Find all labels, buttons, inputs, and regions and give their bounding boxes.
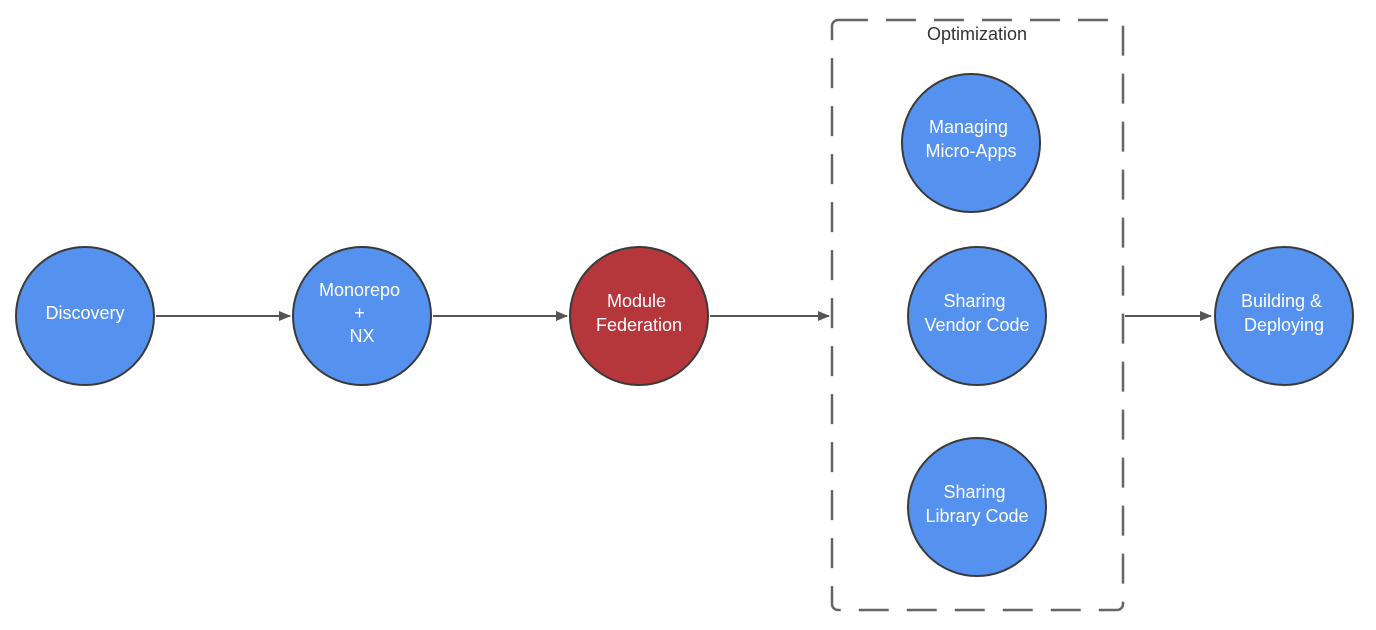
svg-text:Module Federation: Module Federation bbox=[596, 291, 682, 335]
node-sharing-library-code-label-line-1: Sharing bbox=[943, 482, 1005, 502]
node-monorepo-label-line-1: Monorepo bbox=[319, 280, 400, 300]
node-module-federation-circle bbox=[569, 246, 709, 386]
node-managing-micro-apps-label-line-1: Managing bbox=[929, 117, 1008, 137]
node-building-deploying-circle bbox=[1214, 246, 1354, 386]
node-sharing-vendor-code-label-line-2: Vendor Code bbox=[924, 315, 1029, 335]
node-sharing-library-code-label-line-2: Library Code bbox=[925, 506, 1028, 526]
node-building-deploying-label-line-1: Building & bbox=[1241, 291, 1322, 311]
node-module-federation: Module Federation bbox=[569, 246, 709, 386]
optimization-group-border bbox=[830, 18, 1125, 612]
svg-text:Discovery: Discovery bbox=[45, 303, 124, 323]
node-building-deploying: Building & Deploying bbox=[1214, 246, 1354, 386]
node-monorepo-label-line-2: + bbox=[354, 303, 365, 323]
node-sharing-vendor-code-label-line-1: Sharing bbox=[943, 291, 1005, 311]
node-discovery: Discovery bbox=[15, 246, 155, 386]
node-sharing-vendor-code: Sharing Vendor Code bbox=[907, 246, 1047, 386]
node-managing-micro-apps: Managing Micro-Apps bbox=[901, 73, 1041, 213]
node-discovery-circle bbox=[15, 246, 155, 386]
node-monorepo-nx: Monorepo + NX bbox=[292, 246, 432, 386]
svg-text:Sharing Vendor Code: Sharing Vendor Code bbox=[924, 291, 1029, 335]
node-managing-micro-apps-circle bbox=[901, 73, 1041, 213]
node-module-federation-label-line-1: Module bbox=[607, 291, 666, 311]
node-managing-micro-apps-label-line-2: Micro-Apps bbox=[925, 141, 1016, 161]
node-discovery-label-line-1: Discovery bbox=[45, 303, 124, 323]
optimization-group: Optimization bbox=[830, 18, 1125, 612]
node-monorepo-label-line-3: NX bbox=[349, 326, 374, 346]
node-sharing-library-code-circle bbox=[907, 437, 1047, 577]
optimization-group-label: Optimization bbox=[927, 24, 1027, 44]
node-sharing-vendor-code-circle bbox=[907, 246, 1047, 386]
svg-text:Monorepo + NX: Monorepo + NX bbox=[319, 280, 405, 346]
node-sharing-library-code: Sharing Library Code bbox=[907, 437, 1047, 577]
node-module-federation-label-line-2: Federation bbox=[596, 315, 682, 335]
node-building-deploying-label-line-2: Deploying bbox=[1244, 315, 1324, 335]
svg-text:Building & Deploying: Building & Deploying bbox=[1241, 291, 1327, 335]
svg-text:Sharing Library Code: Sharing Library Code bbox=[925, 482, 1028, 526]
node-monorepo-nx-circle bbox=[292, 246, 432, 386]
svg-text:Managing Micro-Apps: Managing Micro-Apps bbox=[925, 117, 1016, 161]
